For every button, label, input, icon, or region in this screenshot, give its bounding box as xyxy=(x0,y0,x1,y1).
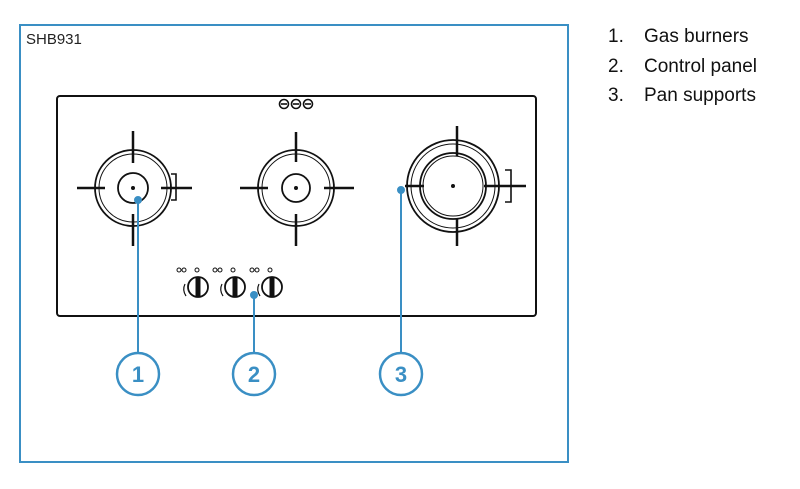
legend-item: 2. Control panel xyxy=(608,52,757,82)
burner-middle-center xyxy=(294,186,298,190)
callout-leaders xyxy=(134,186,405,352)
legend-number: 3. xyxy=(608,85,624,106)
gas-burner-middle xyxy=(240,132,354,246)
control-knob-left xyxy=(176,267,209,298)
gas-burner-left xyxy=(77,131,192,246)
legend-item: 3. Pan supports xyxy=(608,81,757,111)
hob-top xyxy=(56,95,537,317)
model-label: SHB931 xyxy=(26,31,82,48)
callout-3: 3 xyxy=(378,351,424,397)
control-panel xyxy=(176,267,283,298)
callout-2: 2 xyxy=(231,351,277,397)
legend-label: Gas burners xyxy=(644,26,749,47)
callout-2-label: 2 xyxy=(248,362,260,387)
gas-burner-right xyxy=(405,126,526,246)
legend-number: 2. xyxy=(608,55,624,77)
brand-logo xyxy=(278,98,314,110)
control-knob-middle xyxy=(212,267,246,298)
callout-3-label: 3 xyxy=(395,362,407,387)
diagram-frame xyxy=(19,24,569,463)
burner-left-center xyxy=(131,186,135,190)
callout-1: 1 xyxy=(115,351,161,397)
legend-label: Control panel xyxy=(644,55,758,77)
legend-item: 1. Gas burners xyxy=(608,22,757,52)
callout-1-label: 1 xyxy=(132,362,144,387)
burner-right-center xyxy=(451,184,455,188)
legend-number: 1. xyxy=(608,26,624,47)
control-knob-right xyxy=(249,267,283,298)
legend-list: 1. Gas burners 2. Control panel 3. Pan supp… xyxy=(608,22,757,111)
legend-label: Pan supports xyxy=(644,85,756,106)
